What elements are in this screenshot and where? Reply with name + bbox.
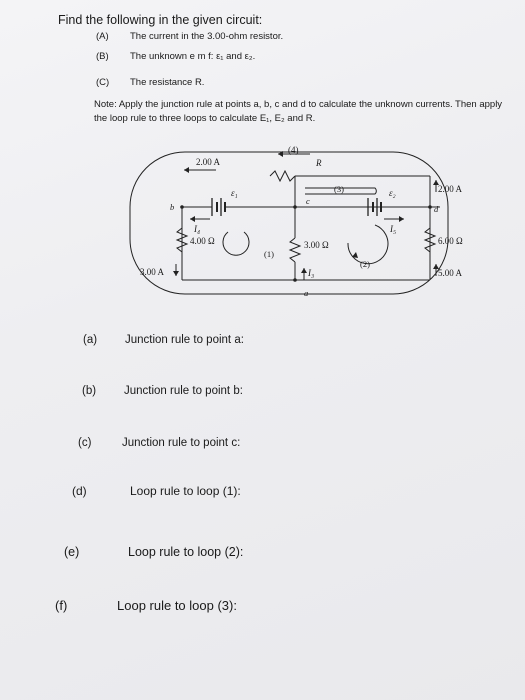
- question-b: (b) Junction rule to point b:: [82, 385, 243, 397]
- resistor-6-ohm: [423, 227, 437, 253]
- resistor-3-ohm: [288, 237, 302, 263]
- question-a: (a) Junction rule to point a:: [83, 334, 244, 346]
- question-d-label: (d): [72, 484, 87, 498]
- question-c: (c) Junction rule to point c:: [78, 437, 240, 449]
- label-current-left: 3.00 A: [140, 267, 165, 277]
- part-b-text: The unknown e m f: ε₁ and ε₂.: [130, 51, 256, 62]
- question-f-text: Loop rule to loop (3):: [117, 598, 237, 613]
- node-d-dot: [428, 205, 432, 209]
- question-a-label: (a): [83, 334, 98, 346]
- loop3-arrow: [305, 187, 377, 195]
- arrow-current-top-head: [184, 167, 189, 173]
- label-loop4: (4): [288, 145, 299, 155]
- question-c-label: (c): [78, 437, 92, 449]
- node-c-dot: [293, 205, 297, 209]
- label-node-c: c: [306, 196, 310, 206]
- part-b-label: (B): [96, 51, 109, 62]
- arrow-current-left-head: [173, 271, 179, 276]
- arrow-loop4-head: [278, 151, 283, 157]
- arrow-right-bottom-head: [433, 264, 439, 269]
- part-a: (A) The current in the 3.00-ohm resistor.: [96, 31, 283, 42]
- note-text: Note: Apply the junction rule at points …: [94, 99, 503, 124]
- page-title: Find the following in the given circuit:: [58, 13, 263, 27]
- label-current-top: 2.00 A: [196, 157, 221, 167]
- label-current-right-top: 2.00 A: [438, 184, 463, 194]
- label-node-b: b: [170, 202, 174, 212]
- label-node-d: d: [434, 204, 439, 214]
- question-d: (d) Loop rule to loop (1):: [72, 484, 241, 498]
- label-emf1: ε₁: [231, 188, 238, 198]
- label-loop2: (2): [360, 259, 370, 269]
- loop2-arrow-head: [352, 252, 358, 258]
- arrow-I4-head: [190, 216, 195, 222]
- label-current-right-bottom: 5.00 A: [438, 268, 463, 278]
- arrow-I5-head: [399, 216, 404, 222]
- resistor-R: [269, 169, 296, 183]
- circuit-diagram: 2.00 A (4) R (3) b c d a ε₁ ε₂ I₄ I₅ I₃ …: [129, 145, 463, 298]
- question-e-label: (e): [64, 545, 80, 559]
- resistor-4-ohm: [175, 227, 189, 253]
- question-d-text: Loop rule to loop (1):: [130, 484, 241, 498]
- label-emf2: ε₂: [389, 188, 396, 198]
- part-c: (C) The resistance R.: [96, 77, 204, 88]
- question-b-label: (b): [82, 385, 97, 397]
- node-a-dot: [293, 278, 297, 282]
- question-f: (f) Loop rule to loop (3):: [55, 598, 237, 613]
- question-e: (e) Loop rule to loop (2):: [64, 545, 243, 559]
- label-r3: 3.00 Ω: [304, 240, 329, 250]
- label-r4: 4.00 Ω: [190, 236, 215, 246]
- loop1-arrow: [222, 231, 250, 256]
- question-b-text: Junction rule to point b:: [124, 385, 243, 397]
- label-node-a: a: [304, 288, 308, 298]
- part-c-text: The resistance R.: [130, 77, 205, 88]
- question-a-text: Junction rule to point a:: [125, 334, 244, 346]
- label-I3: I₃: [307, 268, 314, 278]
- part-b: (B) The unknown e m f: ε₁ and ε₂.: [96, 51, 255, 62]
- arrow-right-top-head: [433, 180, 439, 185]
- label-I4: I₄: [193, 224, 200, 234]
- part-a-text: The current in the 3.00-ohm resistor.: [130, 31, 284, 42]
- node-b-dot: [180, 205, 184, 209]
- label-loop1: (1): [264, 249, 274, 259]
- label-r6: 6.00 Ω: [438, 236, 463, 246]
- part-a-label: (A): [96, 31, 109, 42]
- question-f-label: (f): [55, 598, 68, 613]
- label-loop3: (3): [334, 184, 344, 194]
- arrow-I3-head: [301, 268, 307, 273]
- question-c-text: Junction rule to point c:: [122, 437, 241, 449]
- label-R: R: [315, 158, 322, 168]
- loop2-arrow: [347, 224, 389, 265]
- outer-loop-wire: [129, 151, 449, 295]
- question-e-text: Loop rule to loop (2):: [128, 545, 244, 559]
- label-I5: I₅: [389, 224, 396, 234]
- part-c-label: (C): [96, 77, 110, 88]
